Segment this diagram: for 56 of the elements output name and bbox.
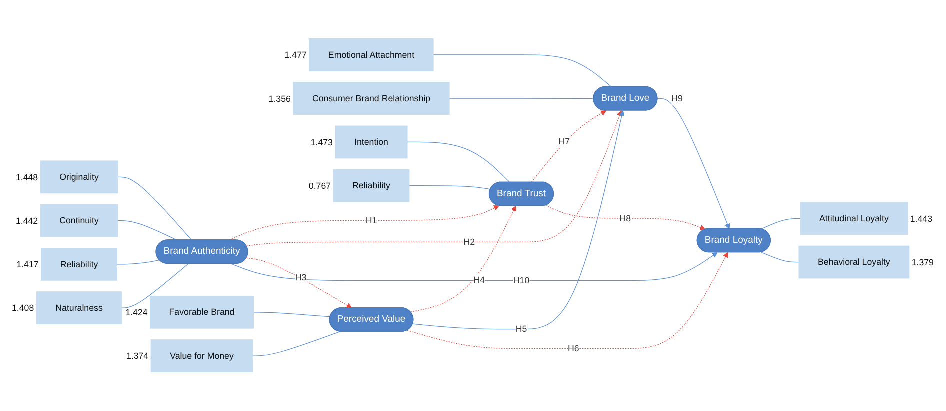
edge-label: H8 [620, 213, 632, 224]
edge-label: H7 [558, 136, 570, 146]
loading-value: 0.767 [308, 181, 332, 192]
node-box: Reliability [41, 248, 118, 281]
loading-value: 1.417 [16, 260, 39, 270]
loading-value: 1.374 [126, 351, 149, 362]
loading-value: 1.408 [12, 303, 34, 314]
connector [252, 332, 340, 356]
arrow [231, 252, 718, 282]
node-box: Continuity [40, 204, 118, 238]
node-box: Favorable Brand [150, 296, 254, 329]
node-box: Value for Money [150, 340, 254, 372]
edge-label: H9 [672, 93, 683, 104]
arrow [410, 206, 516, 313]
arrow [407, 252, 728, 349]
node-box: Intention [335, 126, 408, 159]
arrow [246, 258, 352, 308]
loading-value: 1.477 [284, 50, 307, 60]
loading-value: 1.442 [16, 216, 38, 226]
connector [761, 252, 800, 263]
edge-label: H4 [474, 274, 486, 285]
loading-value: 1.448 [16, 172, 38, 182]
connector [118, 220, 178, 241]
connector [409, 186, 491, 190]
connector [449, 98, 594, 100]
arrow [657, 98, 730, 230]
connector [761, 218, 801, 230]
edge-label: H10 [513, 275, 530, 286]
edge-label: H5 [516, 324, 528, 334]
connector [253, 312, 331, 318]
arrow [531, 110, 606, 183]
edge-label: H1 [366, 215, 378, 226]
node-box: Emotional Attachment [309, 38, 434, 72]
edge-label: H6 [568, 343, 580, 354]
arrow [246, 110, 622, 247]
connector [433, 54, 612, 88]
loading-value: 1.379 [912, 257, 934, 268]
loading-value: 1.473 [310, 137, 333, 148]
connector [407, 142, 510, 183]
loading-value: 1.356 [268, 94, 291, 104]
node-box: Naturalness [36, 292, 122, 324]
edge-label: H2 [464, 236, 476, 247]
loading-value: 1.443 [910, 214, 933, 224]
arrow [412, 110, 625, 330]
arrow [229, 206, 500, 241]
connector [118, 176, 192, 241]
node-box: Originality [40, 160, 118, 194]
loading-value: 1.424 [126, 308, 148, 318]
node-box: Attitudinal Loyalty [800, 202, 908, 236]
node-box: Consumer Brand Relationship [293, 82, 450, 116]
connector [122, 264, 189, 308]
edge-label: H3 [295, 272, 307, 283]
arrow [546, 205, 706, 230]
node-box: Behavioral Loyalty [798, 246, 910, 279]
connector [116, 260, 160, 265]
node-box: Reliability [333, 169, 410, 202]
